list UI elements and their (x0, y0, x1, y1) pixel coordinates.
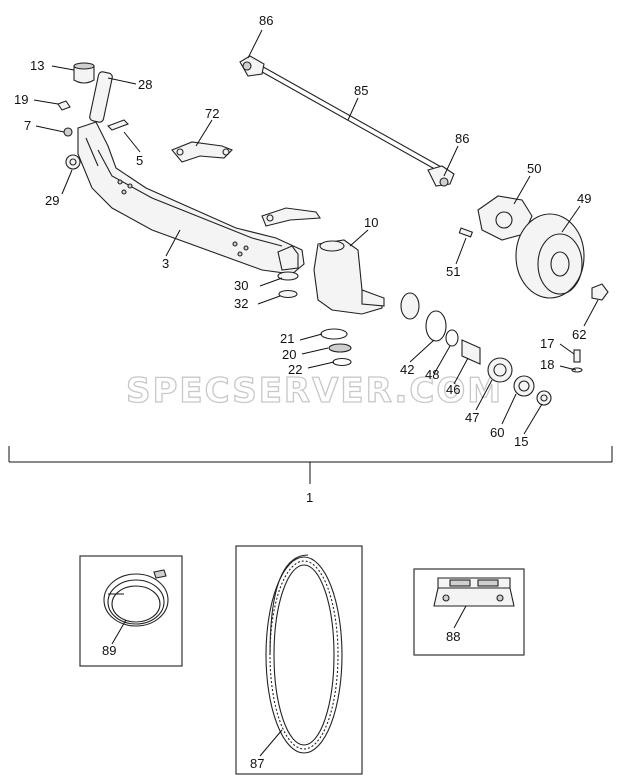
callout-62: 62 (572, 327, 586, 342)
leader-lines (33, 29, 599, 435)
callout-87: 87 (250, 756, 264, 771)
callout-7: 7 (24, 118, 31, 133)
callout-85: 85 (354, 83, 368, 98)
callout-51: 51 (446, 264, 460, 279)
callout-21: 21 (280, 331, 294, 346)
callout-86-top: 86 (259, 13, 273, 28)
callout-47: 47 (465, 410, 479, 425)
callout-86-right: 86 (455, 131, 469, 146)
callout-89: 89 (102, 643, 116, 658)
callout-50: 50 (527, 161, 541, 176)
tie-rod-assembly (239, 55, 455, 187)
tie-rod-arm (261, 207, 321, 227)
steering-knuckle (313, 239, 385, 315)
callout-18: 18 (540, 357, 554, 372)
callout-30: 30 (234, 278, 248, 293)
callout-1: 1 (306, 490, 313, 505)
watermark-text: SPECSERVER.COM (126, 371, 503, 411)
thrust-bearing-shims (277, 245, 299, 299)
callout-48: 48 (425, 367, 439, 382)
box-89 (79, 555, 183, 667)
axle-beam (77, 121, 305, 275)
small-fittings (57, 100, 129, 170)
hub-bearings (400, 292, 552, 406)
callout-5: 5 (136, 153, 143, 168)
callout-22: 22 (288, 362, 302, 377)
callout-28: 28 (138, 77, 152, 92)
callout-42: 42 (400, 362, 414, 377)
callout-72: 72 (205, 106, 219, 121)
callout-46: 46 (446, 382, 460, 397)
callout-labels: 86 13 28 19 7 72 85 5 29 86 50 49 10 3 5… (14, 13, 591, 771)
callout-88: 88 (446, 629, 460, 644)
callout-20: 20 (282, 347, 296, 362)
callout-60: 60 (490, 425, 504, 440)
assembly-bracket (8, 446, 613, 484)
box-87 (235, 545, 363, 775)
callout-19: 19 (14, 92, 28, 107)
callout-32: 32 (234, 296, 248, 311)
box-88 (413, 568, 525, 656)
seal-rings (320, 328, 352, 367)
callout-29: 29 (45, 193, 59, 208)
king-pin-and-bushing (73, 62, 113, 123)
bolt-and-washer (571, 349, 583, 373)
callout-3: 3 (162, 256, 169, 271)
callout-17: 17 (540, 336, 554, 351)
callout-15: 15 (514, 434, 528, 449)
steering-arm (171, 141, 233, 163)
callout-13: 13 (30, 58, 44, 73)
callout-49: 49 (577, 191, 591, 206)
callout-10: 10 (364, 215, 378, 230)
brake-drum (515, 213, 609, 301)
